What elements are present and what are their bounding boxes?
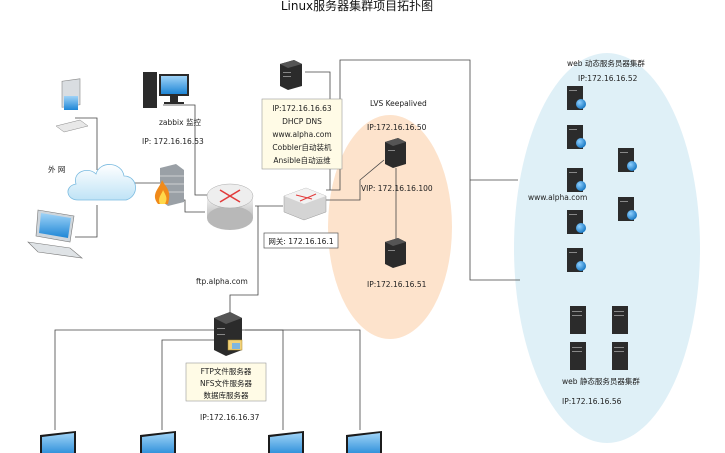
web-dynamic-servers — [567, 86, 637, 272]
diagram-title: Linux服务器集群项目拓扑图 — [281, 0, 433, 13]
server-icon — [385, 238, 406, 268]
web-dynamic-cluster: web 动态服务员器集群 IP:172.16.16.52 — [528, 58, 645, 272]
web-server-icon — [567, 86, 586, 110]
monitor-icon — [268, 431, 304, 453]
server-icon — [612, 342, 628, 370]
file-server-box — [185, 362, 267, 402]
ftp-line-1: FTP文件服务器 — [201, 366, 252, 376]
infra-line-2: DHCP DNS — [282, 117, 322, 126]
zabbix-station: zabbix 监控 IP: 172.16.16.53 — [142, 72, 204, 146]
firewall — [154, 164, 184, 206]
client-monitors — [40, 431, 382, 453]
file-server-icon — [214, 312, 243, 356]
ftp-line-3: 数据库服务器 — [204, 390, 249, 400]
web-dynamic-ip: IP:172.16.16.52 — [578, 74, 638, 83]
web-dynamic-name: web 动态服务员器集群 — [567, 58, 645, 68]
infra-info-box — [261, 98, 343, 170]
lvs-region — [328, 115, 452, 339]
server-icon — [385, 138, 406, 168]
internet-label: 外 网 — [48, 164, 65, 174]
laptop-icon — [27, 209, 83, 259]
web-static-ip: IP:172.16.16.56 — [562, 397, 622, 406]
lvs-name: LVS Keepalived — [370, 99, 427, 108]
desktop-pc-icon — [55, 78, 89, 133]
router-icon — [206, 183, 254, 230]
infra-line-5: Ansible自动运维 — [273, 155, 331, 165]
ftp-ip: IP:172.16.16.37 — [200, 413, 260, 422]
web-domain: www.alpha.com — [528, 193, 587, 202]
client-desktop — [55, 78, 89, 133]
infra-line-1: IP:172.16.16.63 — [272, 104, 332, 113]
infra-line-4: Cobbler自动装机 — [272, 142, 332, 152]
ftp-domain: ftp.alpha.com — [196, 277, 248, 286]
lvs-ip-2: IP:172.16.16.51 — [367, 280, 427, 289]
web-server-icon — [618, 148, 637, 172]
web-server-icon — [567, 248, 586, 272]
web-server-icon — [567, 168, 586, 192]
web-server-icon — [567, 210, 586, 234]
web-static-cluster: web 静态服务员器集群 IP:172.16.16.56 — [562, 306, 640, 406]
vip-label: VIP: 172.16.16.100 — [361, 184, 433, 193]
firewall-icon — [154, 164, 184, 206]
ftp-line-2: NFS文件服务器 — [200, 378, 253, 388]
gateway-box — [263, 232, 339, 249]
client-laptop — [27, 209, 83, 259]
web-server-icon — [567, 125, 586, 149]
core-switch: 网关: 172.16.16.1 — [263, 187, 339, 249]
server-icon — [570, 306, 586, 334]
zabbix-ip: IP: 172.16.16.53 — [142, 137, 204, 146]
infra-server: IP:172.16.16.63 DHCP DNS www.alpha.com C… — [261, 60, 343, 170]
web-cluster-region — [514, 53, 700, 443]
infra-line-3: www.alpha.com — [272, 130, 331, 139]
server-icon — [612, 306, 628, 334]
monitor-icon — [140, 431, 176, 453]
lvs-ip-1: IP:172.16.16.50 — [367, 123, 427, 132]
web-static-name: web 静态服务员器集群 — [562, 376, 640, 386]
router — [206, 183, 254, 230]
server-icon — [280, 60, 302, 90]
file-server: ftp.alpha.com FTP文件服务器 NFS文件服务器 数据库服务器 I… — [185, 277, 267, 422]
zabbix-name: zabbix 监控 — [159, 117, 201, 127]
monitor-icon — [40, 431, 76, 453]
switch-icon — [283, 187, 327, 221]
internet-cloud: 外 网 — [48, 164, 136, 201]
server-icon — [570, 342, 586, 370]
gateway-label: 网关: 172.16.16.1 — [268, 236, 333, 246]
monitor-icon — [346, 431, 382, 453]
lvs-cluster: LVS Keepalived IP:172.16.16.50 VIP: 172.… — [361, 99, 433, 289]
web-server-icon — [618, 197, 637, 221]
static-servers — [570, 306, 628, 370]
desktop-pc-icon — [143, 72, 189, 108]
cloud-icon — [67, 164, 136, 201]
